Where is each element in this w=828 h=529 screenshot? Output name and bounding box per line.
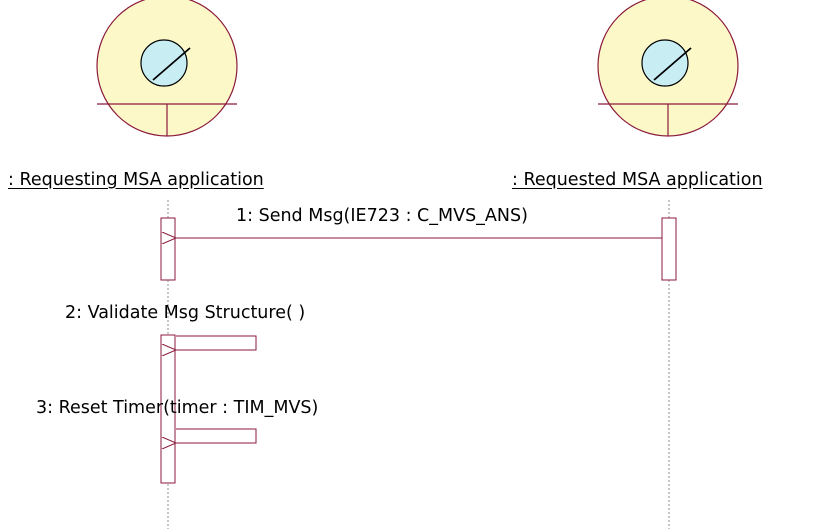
message-label: 3: Reset Timer(timer : TIM_MVS) [36, 398, 319, 418]
participant-name: : Requesting MSA application [8, 170, 264, 190]
self-message-arrow [176, 335, 257, 350]
self-message-arrow [176, 428, 257, 443]
activation-bar [661, 217, 677, 281]
message-label: 2: Validate Msg Structure( ) [65, 303, 306, 323]
entity-icon [96, 0, 238, 137]
activation-bar [160, 217, 176, 281]
entity-icon [597, 0, 739, 137]
participant-name: : Requested MSA application [512, 170, 763, 190]
message-label: 1: Send Msg(IE723 : C_MVS_ANS) [236, 206, 528, 226]
